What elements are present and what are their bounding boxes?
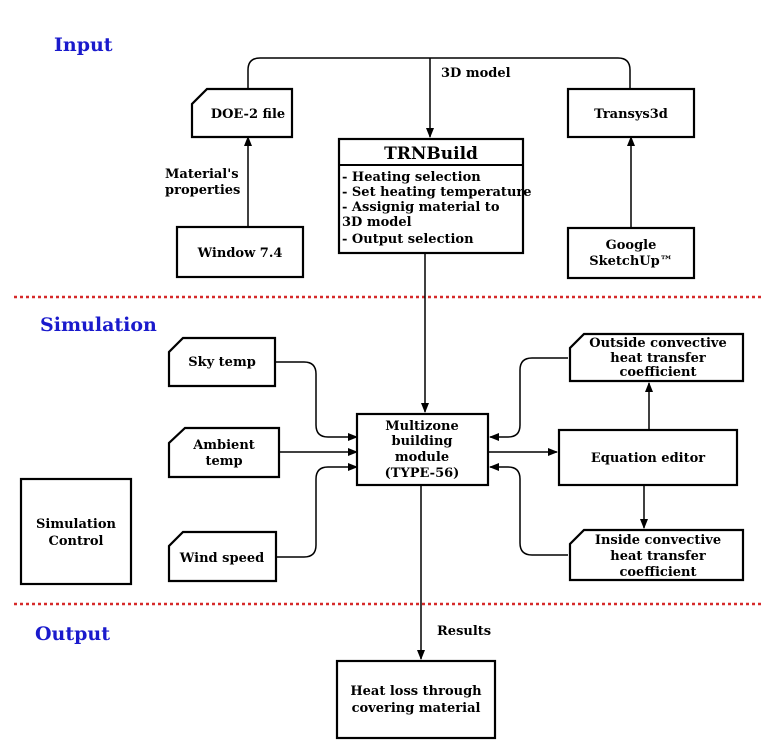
node-sky-temp: Sky temp [167, 336, 277, 388]
node-multizone-module: Multizone building module (TYPE-56) [355, 412, 490, 487]
node-label: Wind speed [179, 551, 264, 566]
node-label: (TYPE-56) [385, 466, 460, 481]
node-label: Equation editor [591, 451, 705, 466]
node-label: temp [205, 454, 242, 469]
node-item: - Set heating temperature [342, 185, 532, 200]
section-input-label: Input [54, 34, 113, 56]
node-item: - Heating selection [342, 170, 481, 185]
node-label: SketchUp™ [589, 254, 672, 269]
edge-label-material-2: properties [165, 183, 240, 198]
node-google-sketchup: Google SketchUp™ [566, 226, 696, 280]
node-label: Heat loss through [350, 684, 482, 699]
edge-outside-to-multizone [489, 357, 568, 441]
node-label: Window 7.4 [197, 246, 283, 261]
node-label: coefficient [619, 365, 696, 380]
node-title: TRNBuild [384, 144, 478, 164]
edge-doe2-to-trnbuild [247, 57, 631, 89]
node-window-7-4: Window 7.4 [175, 225, 305, 279]
node-item: 3D model [342, 215, 412, 230]
node-label: building [392, 434, 453, 449]
node-label: Simulation [36, 517, 117, 532]
node-label: Google [606, 238, 657, 253]
node-transys3d: Transys3d [566, 87, 696, 139]
node-label: Ambient [192, 438, 255, 453]
edge-label-results: Results [437, 624, 491, 639]
node-label: Multizone [385, 419, 459, 434]
node-label: Sky temp [188, 355, 256, 370]
node-outside-convective: Outside convective heat transfer coeffic… [568, 332, 745, 383]
node-label: Transys3d [594, 107, 668, 122]
edge-label-material-1: Material's [165, 167, 239, 182]
node-trnbuild: TRNBuild - Heating selection - Set heati… [337, 137, 532, 255]
section-simulation-label: Simulation [40, 314, 157, 336]
edge-label-3d-model: 3D model [441, 66, 511, 81]
node-doe2-file: DOE-2 file [190, 87, 294, 139]
node-label: DOE-2 file [211, 107, 285, 122]
node-simulation-control: Simulation Control [19, 477, 133, 586]
node-label: Outside convective [589, 336, 726, 351]
node-item: - Output selection [342, 232, 474, 247]
node-equation-editor: Equation editor [557, 428, 739, 487]
node-wind-speed: Wind speed [167, 530, 278, 583]
node-label: heat transfer [610, 549, 706, 564]
node-ambient-temp: Ambient temp [167, 426, 281, 479]
node-label: Inside convective [595, 533, 721, 548]
edge-inside-to-multizone [489, 463, 568, 556]
section-output-label: Output [35, 623, 110, 645]
node-label: covering material [352, 701, 481, 716]
node-label: coefficient [619, 565, 696, 580]
edge-wind-to-multizone [276, 463, 358, 558]
node-label: Control [49, 534, 104, 549]
edge-skytemp-to-multizone [275, 361, 358, 441]
node-heat-loss: Heat loss through covering material [335, 659, 497, 740]
node-item: - Assignig material to [342, 200, 500, 215]
node-inside-convective: Inside convective heat transfer coeffici… [568, 528, 745, 582]
node-label: heat transfer [610, 351, 706, 366]
node-label: module [395, 450, 449, 465]
